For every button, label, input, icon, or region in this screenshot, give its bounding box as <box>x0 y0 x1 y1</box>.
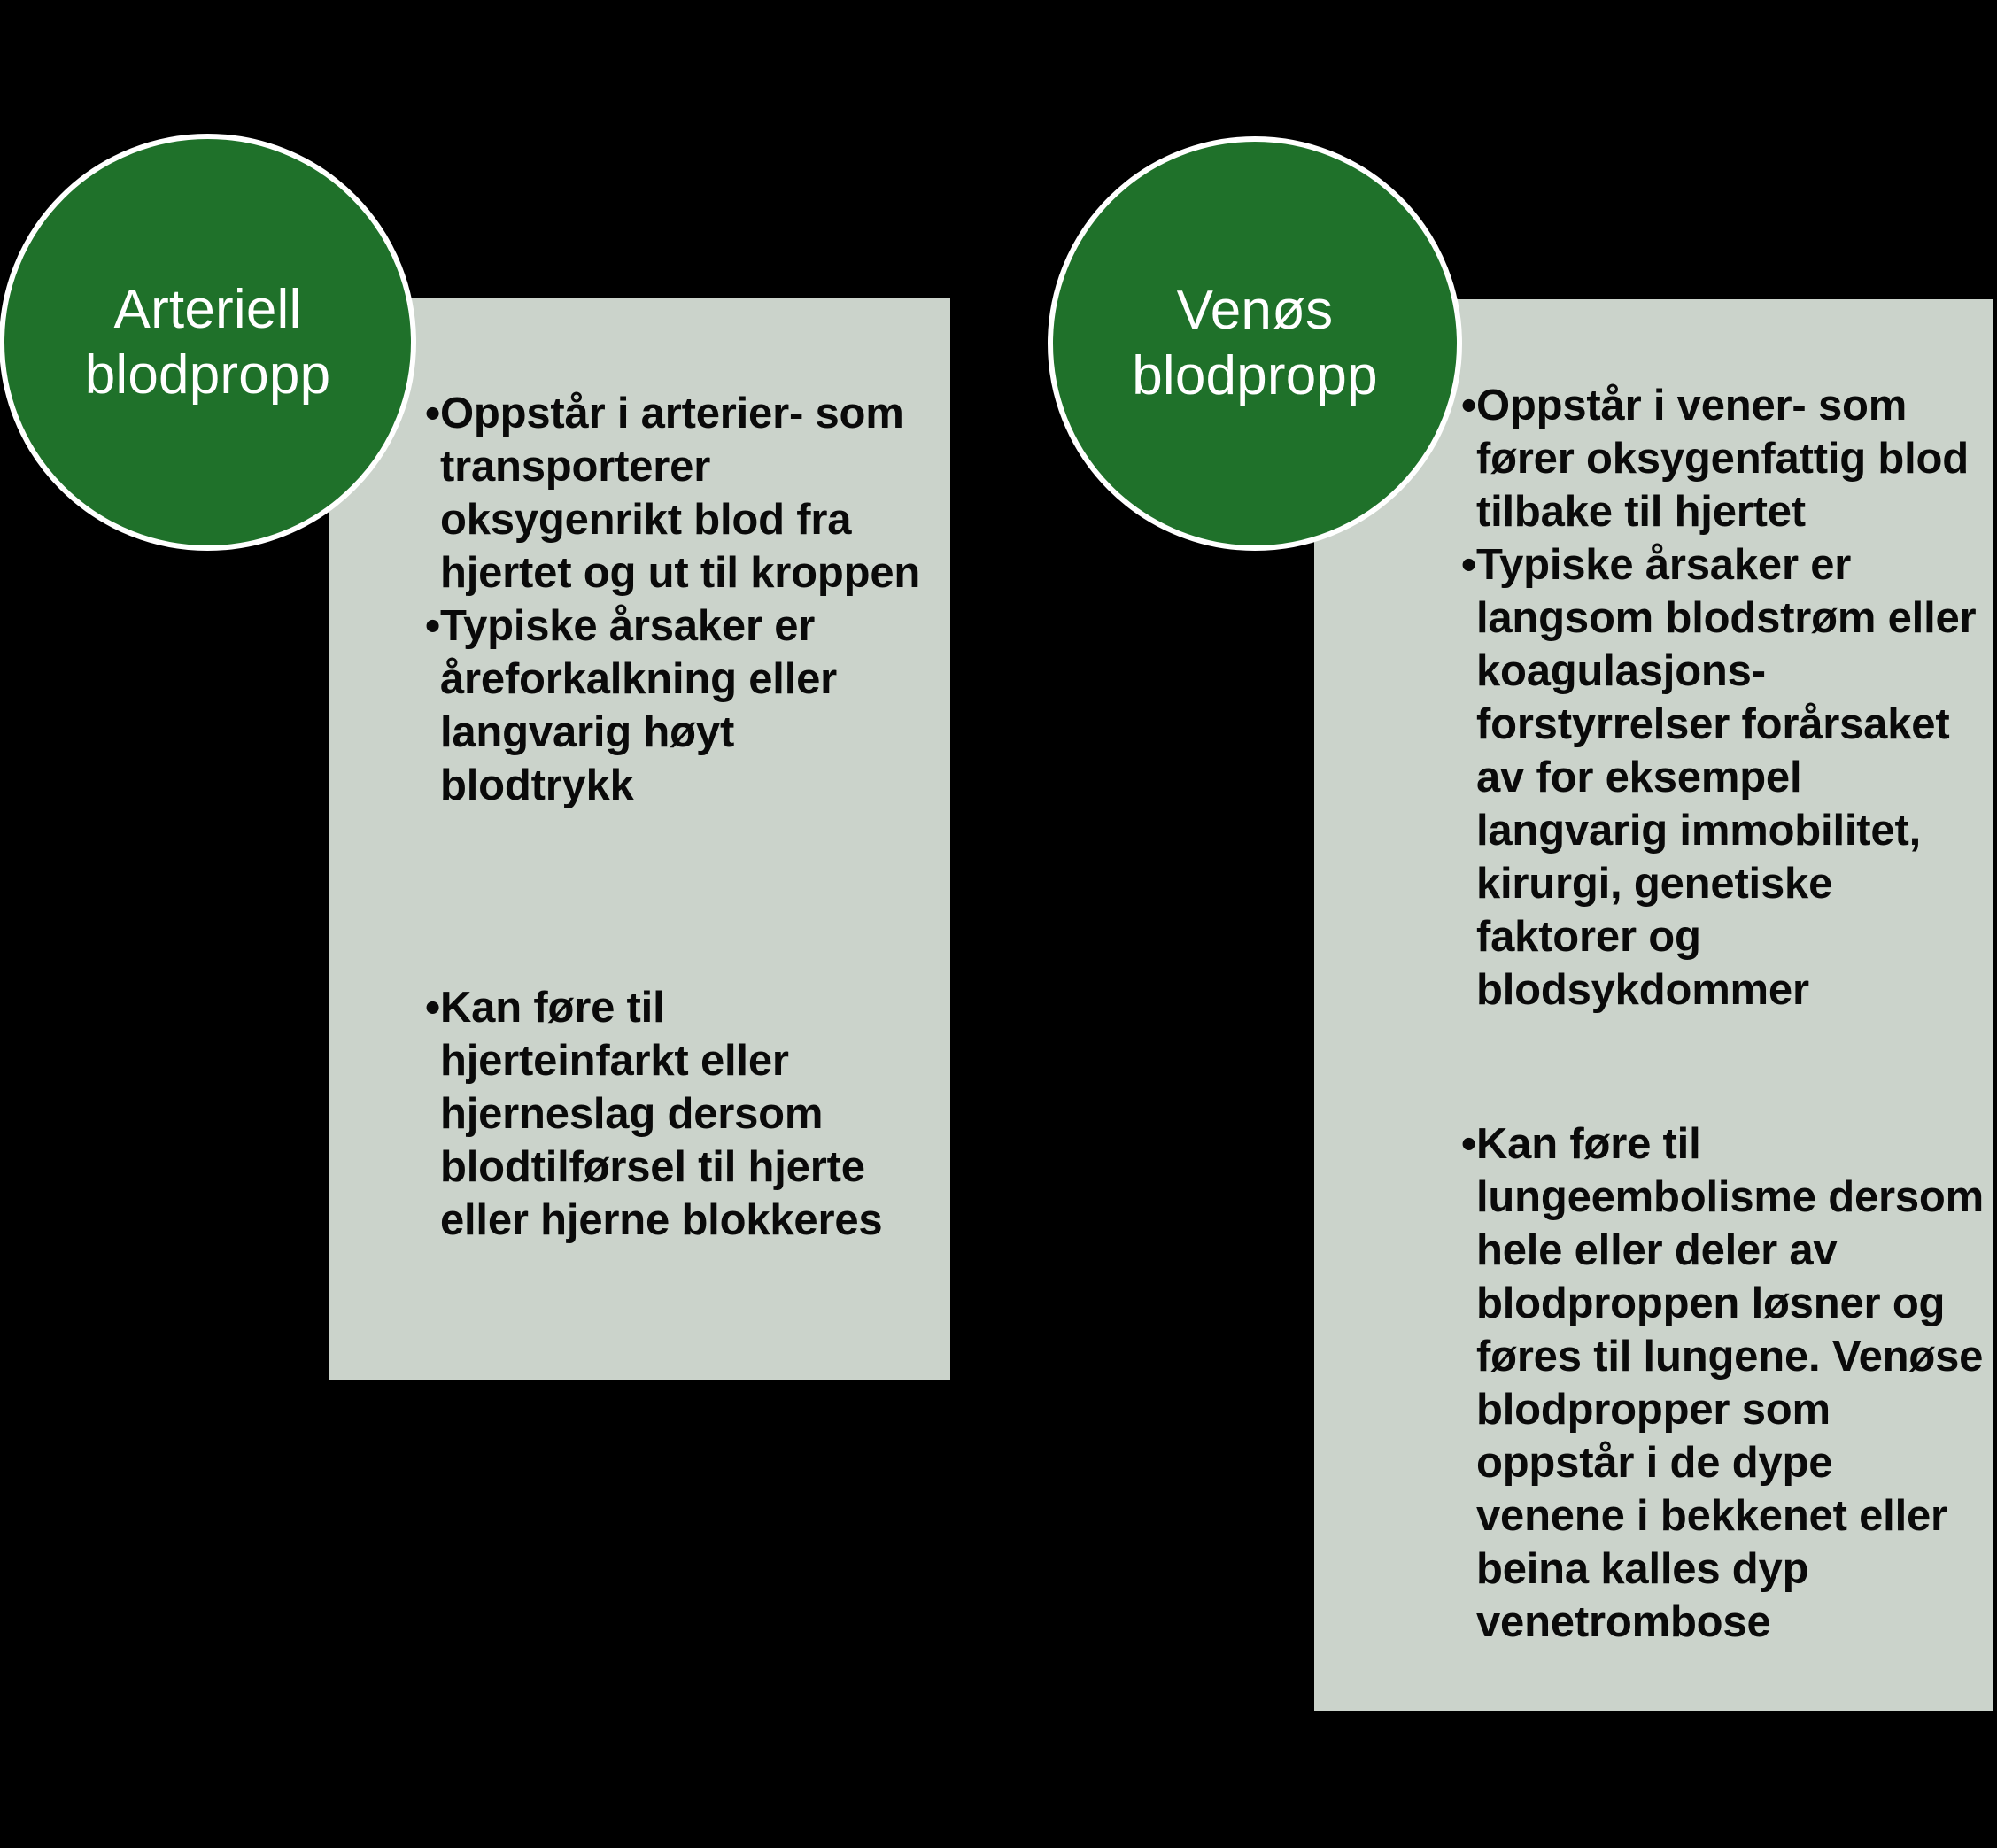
bullet-text: Typiske årsaker er åreforkalkning eller … <box>439 602 838 809</box>
arterial-title-circle: Arteriell blodpropp <box>0 134 416 551</box>
list-item: • Kan føre til lungeembolisme dersom hel… <box>1461 1117 1993 1649</box>
bullet-icon: • <box>425 390 440 437</box>
bullet-text: Typiske årsaker er langsom blodstrøm ell… <box>1475 541 1977 1014</box>
bullet-icon: • <box>1461 1120 1476 1168</box>
bullet-icon: • <box>1461 382 1476 429</box>
bullet-icon: • <box>1461 541 1476 589</box>
arterial-title-label: Arteriell blodpropp <box>84 278 331 406</box>
venous-bullet-group-1: • Oppstår i vener- som fører oksygenfatt… <box>1461 379 1993 1017</box>
list-item: • Typiske årsaker er langsom blodstrøm e… <box>1461 538 1993 1017</box>
venous-content-panel <box>1314 299 1993 1711</box>
bullet-icon: • <box>425 984 440 1032</box>
venous-title-label: Venøs blodpropp <box>1132 280 1378 406</box>
arterial-bullet-group-1: • Oppstår i arterier- som transporterer … <box>425 387 921 812</box>
list-item: • Oppstår i vener- som fører oksygenfatt… <box>1461 379 1993 538</box>
bullet-text: Oppstår i vener- som fører oksygenfattig… <box>1475 382 1969 536</box>
bullet-text: Kan føre til lungeembolisme dersom hele … <box>1475 1120 1985 1646</box>
bullet-text: Kan føre til hjerteinfarkt eller hjernes… <box>439 984 883 1244</box>
list-item: • Typiske årsaker er åreforkalkning elle… <box>425 599 921 812</box>
bullet-text: Oppstår i arterier- som transporterer ok… <box>439 390 921 597</box>
list-item: • Oppstår i arterier- som transporterer … <box>425 387 921 599</box>
bullet-icon: • <box>425 602 440 650</box>
arterial-bullet-group-2: • Kan føre til hjerteinfarkt eller hjern… <box>425 981 921 1247</box>
list-item: • Kan føre til hjerteinfarkt eller hjern… <box>425 981 921 1247</box>
arterial-content-panel <box>329 298 950 1380</box>
venous-title-circle: Venøs blodpropp <box>1048 136 1462 551</box>
venous-bullet-group-2: • Kan føre til lungeembolisme dersom hel… <box>1461 1117 1993 1649</box>
